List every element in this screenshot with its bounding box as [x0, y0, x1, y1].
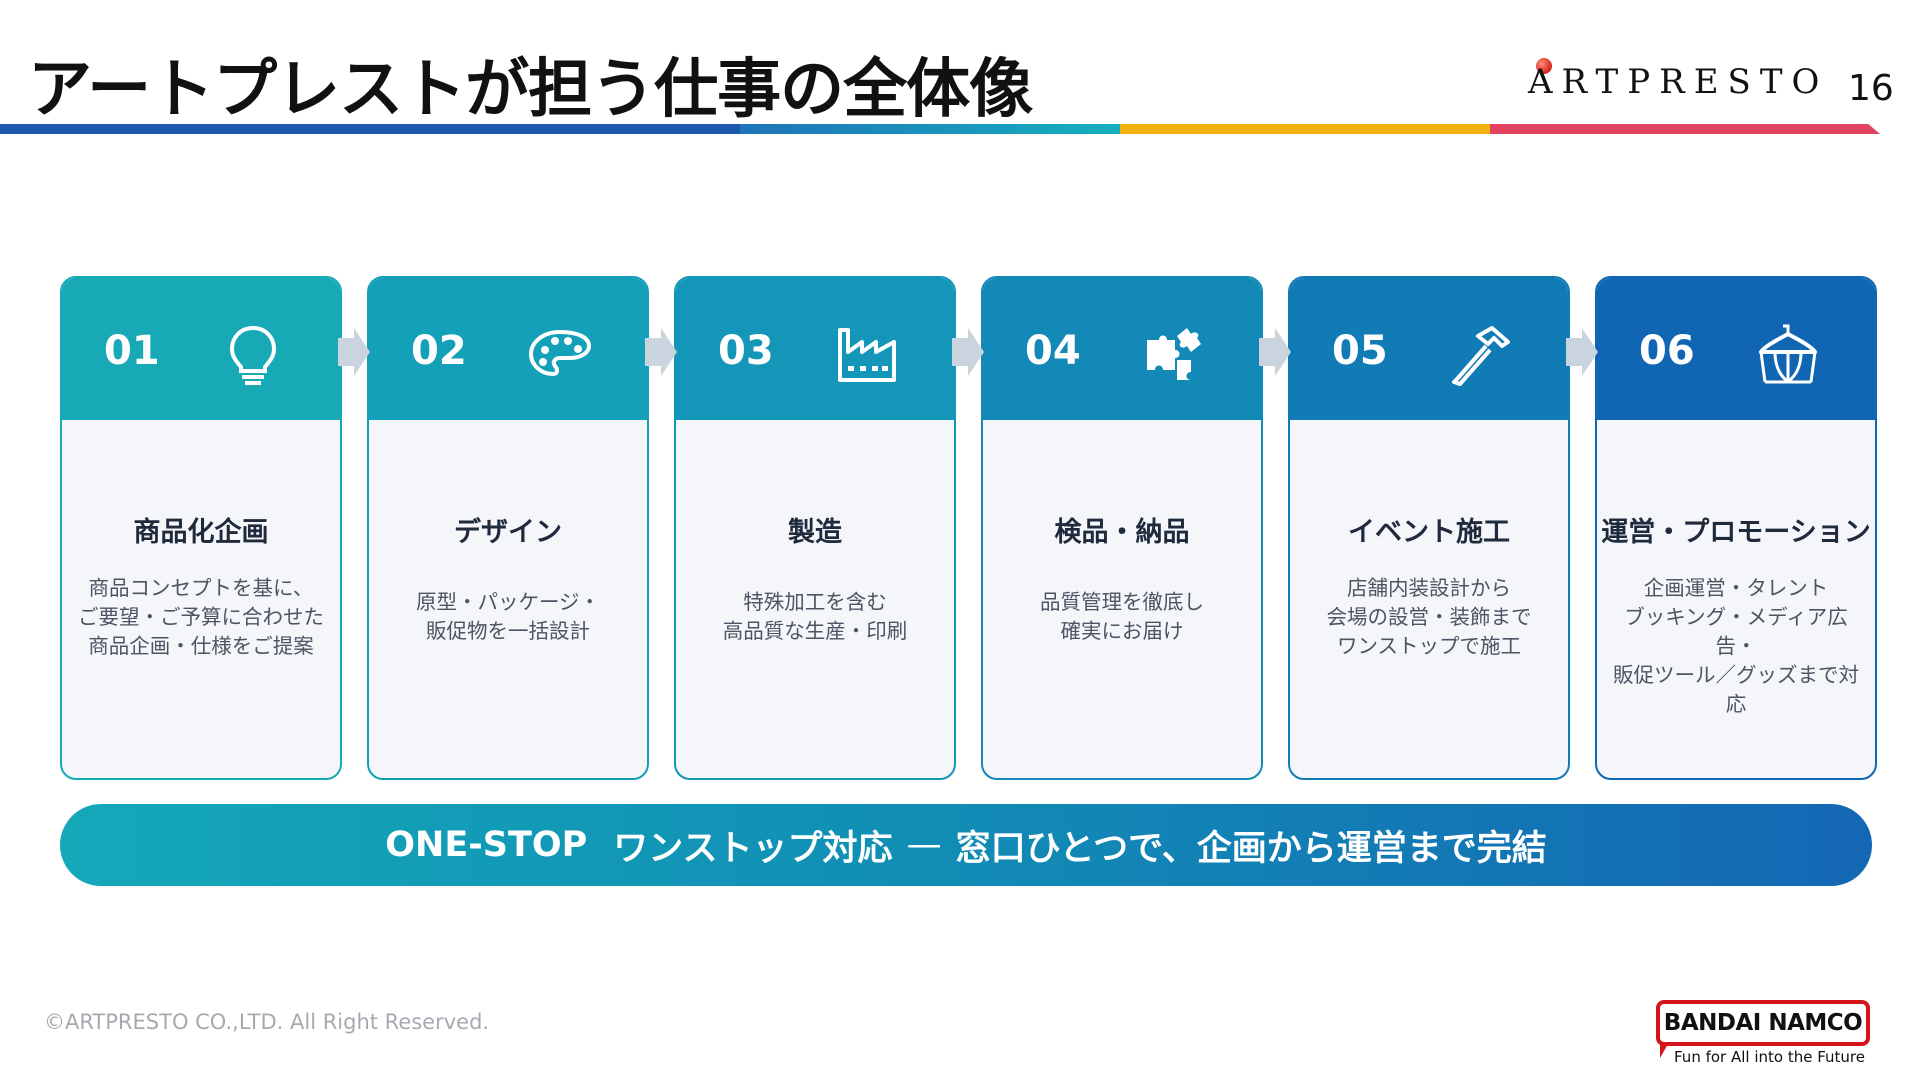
lightbulb-icon — [229, 325, 277, 385]
step-number: 05 — [1332, 328, 1388, 374]
banner-middle: ワンストップ対応 — [613, 828, 893, 869]
partner-logo: BANDAI NAMCO — [1656, 1000, 1870, 1046]
step-card: 01 商品化企画 商品コンセプトを基に、 ご要望・ご予算に合わせた 商品企画・仕… — [60, 276, 342, 780]
step-card-header: 02 — [369, 278, 647, 420]
step-card: 02 デザイン 原型・パッケージ・ 販促物を一括設計 — [367, 276, 649, 780]
palette-icon — [528, 329, 592, 377]
page-number: 16 — [1848, 68, 1894, 109]
hammer-icon — [1452, 326, 1510, 386]
one-stop-banner: ONE-STOP ワンストップ対応 — 窓口ひとつで、企画から運営まで完結 — [60, 804, 1872, 886]
process-steps: 01 商品化企画 商品コンセプトを基に、 ご要望・ご予算に合わせた 商品企画・仕… — [60, 276, 1880, 784]
puzzle-icon — [1147, 328, 1201, 380]
step-description: 品質管理を徹底し 確実にお届け — [1040, 590, 1204, 643]
banner-tail: 窓口ひとつで、企画から運営まで完結 — [955, 828, 1547, 869]
chevron-right-icon — [338, 328, 370, 376]
step-card-header: 01 — [62, 278, 340, 420]
step-card-header: 06 — [1597, 278, 1875, 420]
step-title: 運営・プロモーション — [1601, 517, 1871, 548]
header-stripe-pink — [1490, 124, 1880, 134]
step-card: 03 製造 特殊加工を含む 高品質な生産・印刷 — [674, 276, 956, 780]
step-number: 04 — [1025, 328, 1081, 374]
chevron-right-icon — [645, 328, 677, 376]
banner-lead: ONE-STOP — [385, 825, 588, 865]
header-stripe-yellow — [1120, 124, 1510, 134]
step-number: 01 — [104, 328, 160, 374]
step-card: 04 検品・納品 品質管理を徹底し 確実にお届け — [981, 276, 1263, 780]
step-title: 商品化企画 — [133, 517, 269, 548]
page-title: アートプレストが担う仕事の全体像 — [28, 53, 1033, 127]
step-number: 02 — [411, 328, 467, 374]
step-title: 製造 — [788, 517, 842, 548]
step-title: デザイン — [454, 517, 562, 548]
brand-logo: ARTPRESTO — [1528, 62, 1829, 102]
step-card: 05 イベント施工 店舗内装設計から 会場の設営・装飾まで ワンストップで施工 — [1288, 276, 1570, 780]
factory-icon — [838, 328, 896, 382]
step-card: 06 運営・プロモーション 企画運営・タレント ブッキング・メディア広告・ 販促… — [1595, 276, 1877, 780]
tent-icon — [1759, 324, 1817, 384]
step-description: 原型・パッケージ・ 販促物を一括設計 — [415, 590, 601, 643]
banner-separator: — — [906, 825, 942, 865]
chevron-right-icon — [952, 328, 984, 376]
step-title: イベント施工 — [1348, 517, 1510, 548]
step-card-header: 04 — [983, 278, 1261, 420]
partner-tagline: Fun for All into the Future — [1674, 1048, 1866, 1066]
step-card-header: 03 — [676, 278, 954, 420]
copyright-text: ©ARTPRESTO CO.,LTD. All Right Reserved. — [44, 1010, 490, 1034]
chevron-right-icon — [1566, 328, 1598, 376]
step-card-header: 05 — [1290, 278, 1568, 420]
header-stripe-teal — [740, 124, 1140, 134]
step-title: 検品・納品 — [1054, 517, 1190, 548]
step-description: 商品コンセプトを基に、 ご要望・ご予算に合わせた 商品企画・仕様をご提案 — [78, 576, 324, 658]
partner-logo-tail — [1660, 1044, 1668, 1058]
step-description: 店舗内装設計から 会場の設営・装飾まで ワンストップで施工 — [1326, 576, 1532, 658]
step-number: 06 — [1639, 328, 1695, 374]
chevron-right-icon — [1259, 328, 1291, 376]
header-stripe-blue — [0, 124, 760, 134]
step-description: 企画運営・タレント ブッキング・メディア広告・ 販促ツール／グッズまで対応 — [1613, 576, 1859, 716]
step-number: 03 — [718, 328, 774, 374]
step-description: 特殊加工を含む 高品質な生産・印刷 — [722, 590, 908, 643]
brand-logo-dot — [1536, 58, 1552, 74]
